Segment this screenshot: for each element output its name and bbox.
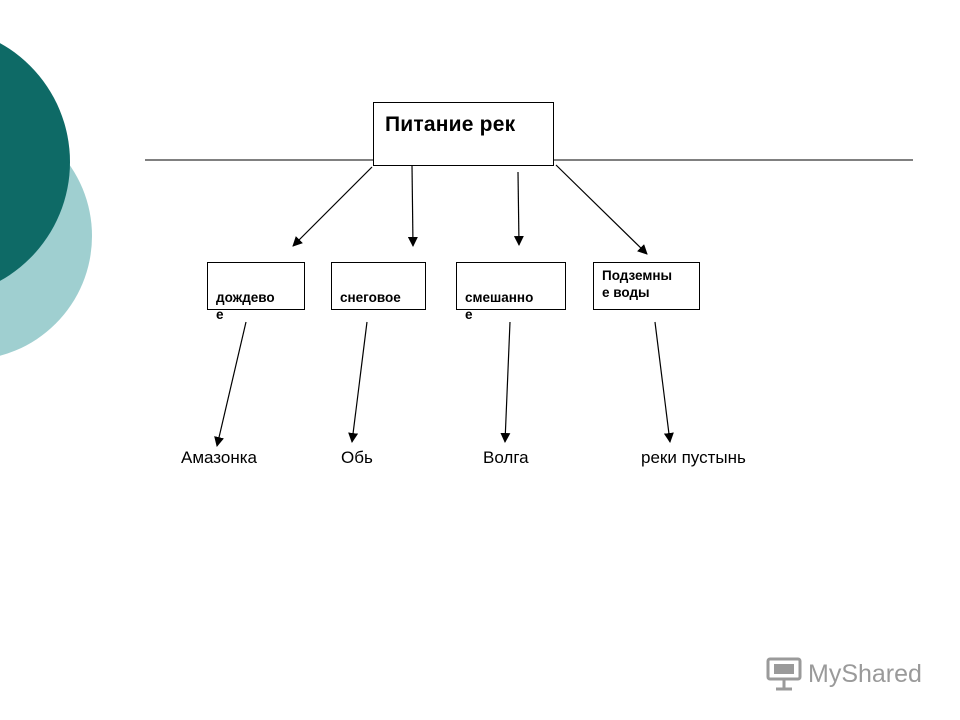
presentation-board-icon xyxy=(766,657,802,691)
example-desert-rivers: реки пустынь xyxy=(641,448,746,467)
category-box-groundwater: Подземны е воды xyxy=(593,262,700,310)
category-label: смешанно е xyxy=(465,290,534,322)
arrow-cat-3-to-example xyxy=(654,321,674,443)
title-box: Питание рек xyxy=(373,102,554,166)
example-river-amazon: Амазонка xyxy=(181,448,258,467)
arrow-title-to-cat-3 xyxy=(555,164,648,255)
watermark-logo: MyShared xyxy=(766,656,922,692)
category-label: Подземны е воды xyxy=(602,268,673,300)
decorative-circle-dark xyxy=(0,43,70,281)
category-label: дождево е xyxy=(216,290,275,322)
category-label: снеговое xyxy=(340,290,401,305)
example-river-volga: Волга xyxy=(483,448,529,467)
arrow-title-to-cat-2 xyxy=(513,171,524,246)
arrow-cat-0-to-example xyxy=(214,321,247,447)
example-river-ob: Обь xyxy=(341,448,373,467)
arrow-title-to-cat-1 xyxy=(407,164,418,247)
watermark-text: MyShared xyxy=(808,659,922,688)
arrow-cat-1-to-example xyxy=(348,321,368,443)
category-box-mixed: смешанно е xyxy=(456,262,566,322)
category-box-rain: дождево е xyxy=(207,262,305,322)
category-box-snow: снеговое xyxy=(331,262,426,310)
diagram-title: Питание рек xyxy=(385,113,516,136)
arrow-title-to-cat-0 xyxy=(292,166,373,247)
arrow-cat-2-to-example xyxy=(500,321,511,443)
